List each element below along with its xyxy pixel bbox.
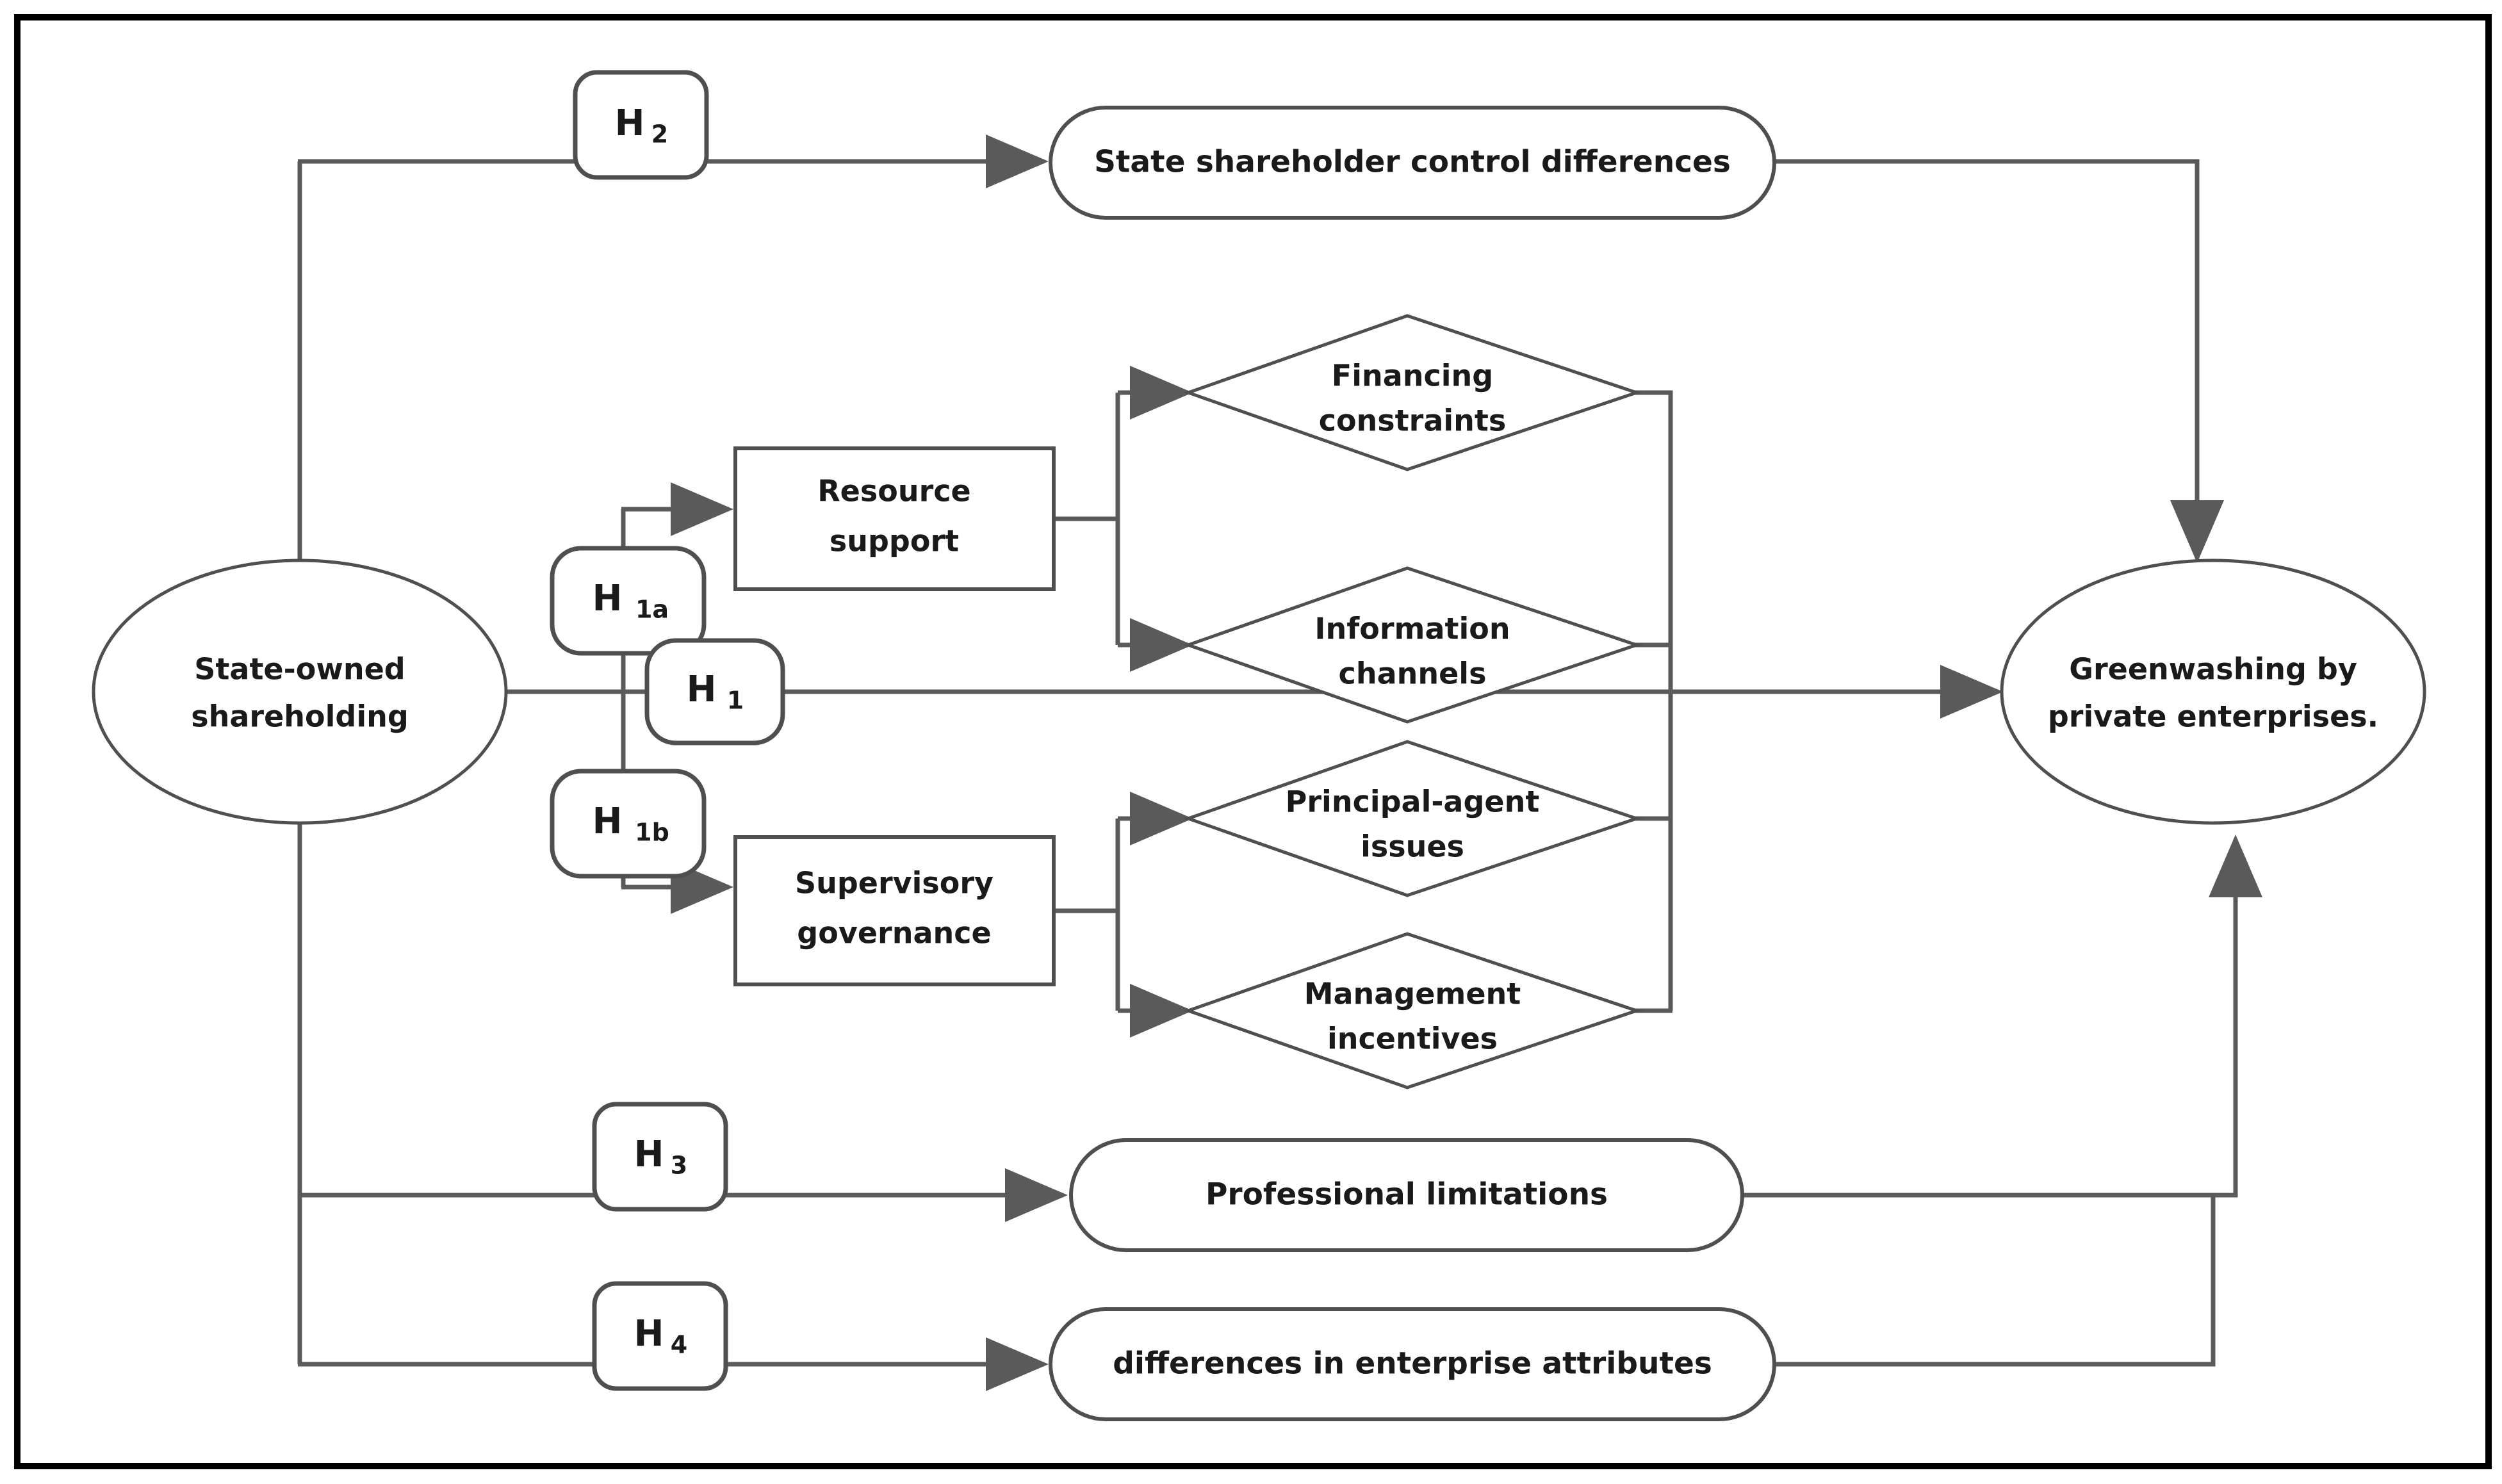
hypothesis-label-h2[interactable]: H 2 [573, 70, 709, 180]
node-information-channels-label-line1: Information [1314, 612, 1510, 646]
hypothesis-h1a-main: H [593, 578, 623, 619]
node-principal-agent-issues[interactable]: Principal-agent issues [1183, 740, 1642, 897]
node-professional-limitations[interactable]: Professional limitations [1069, 1138, 1744, 1252]
hypothesis-h4-main: H [634, 1313, 664, 1355]
node-h4-label: differences in enterprise attributes [1113, 1346, 1712, 1382]
hypothesis-label-h3[interactable]: H 3 [592, 1102, 728, 1212]
node-principal-agent-issues-label-line1: Principal-agent [1286, 785, 1540, 819]
node-financing-constraints[interactable]: Financing constraints [1183, 314, 1642, 471]
page-border [14, 14, 2492, 1469]
node-h2-label: State shareholder control differences [1094, 145, 1731, 180]
hypothesis-h1a-sub: 1a [635, 596, 669, 624]
hypothesis-h1b-sub: 1b [635, 819, 669, 847]
node-h3-label: Professional limitations [1206, 1177, 1608, 1212]
node-supervisory-governance-label-line1: Supervisory [795, 866, 993, 901]
node-source-label-line1: State-owned [194, 652, 405, 687]
node-resource-support-label-line2: support [830, 524, 959, 559]
node-information-channels-label-line2: channels [1339, 656, 1487, 691]
hypothesis-h1-sub: 1 [727, 687, 744, 715]
node-information-channels[interactable]: Information channels [1183, 566, 1642, 724]
node-outcome-label-line1: Greenwashing by [2069, 652, 2357, 687]
node-resource-support-label-line1: Resource [817, 474, 971, 509]
hypothesis-h2-sub: 2 [651, 120, 668, 149]
node-state-owned-shareholding[interactable]: State-owned shareholding [92, 559, 508, 825]
node-source-label-line2: shareholding [191, 699, 409, 734]
connector-enterprise-attributes-to-outcome [1774, 1196, 2216, 1367]
connector-control-differences-to-outcome [1774, 159, 2224, 563]
hypothesis-h3-main: H [634, 1134, 664, 1175]
hypothesis-h1-main: H [687, 669, 717, 710]
hypothesis-h1b-main: H [593, 801, 623, 842]
hypothesis-label-h4[interactable]: H 4 [592, 1281, 728, 1391]
hypothesis-label-h1b[interactable]: H 1b [550, 769, 707, 879]
node-management-incentives[interactable]: Management incentives [1183, 932, 1642, 1089]
hypothesis-h3-sub: 3 [671, 1152, 687, 1180]
connector-professional-limitations-to-outcome [1742, 835, 2262, 1198]
node-management-incentives-label-line2: incentives [1327, 1022, 1498, 1056]
node-enterprise-attributes[interactable]: differences in enterprise attributes [1049, 1307, 1776, 1421]
hypothesis-label-h1[interactable]: H 1 [644, 638, 785, 746]
hypothesis-h4-sub: 4 [671, 1331, 687, 1359]
node-state-shareholder-control-differences[interactable]: State shareholder control differences [1049, 106, 1776, 220]
node-greenwashing-outcome[interactable]: Greenwashing by private enterprises. [2000, 559, 2426, 825]
node-principal-agent-issues-label-line2: issues [1361, 829, 1464, 864]
hypothesis-h2-main: H [615, 102, 645, 144]
node-resource-support[interactable]: Resource support [733, 446, 1056, 591]
node-outcome-label-line2: private enterprises. [2048, 699, 2378, 734]
node-financing-constraints-label-line1: Financing [1332, 359, 1493, 393]
node-supervisory-governance-label-line2: governance [797, 916, 991, 950]
hypothesis-label-h1a[interactable]: H 1a [550, 546, 707, 656]
node-management-incentives-label-line1: Management [1304, 977, 1521, 1011]
node-financing-constraints-label-line2: constraints [1319, 404, 1507, 438]
node-supervisory-governance[interactable]: Supervisory governance [733, 835, 1056, 986]
